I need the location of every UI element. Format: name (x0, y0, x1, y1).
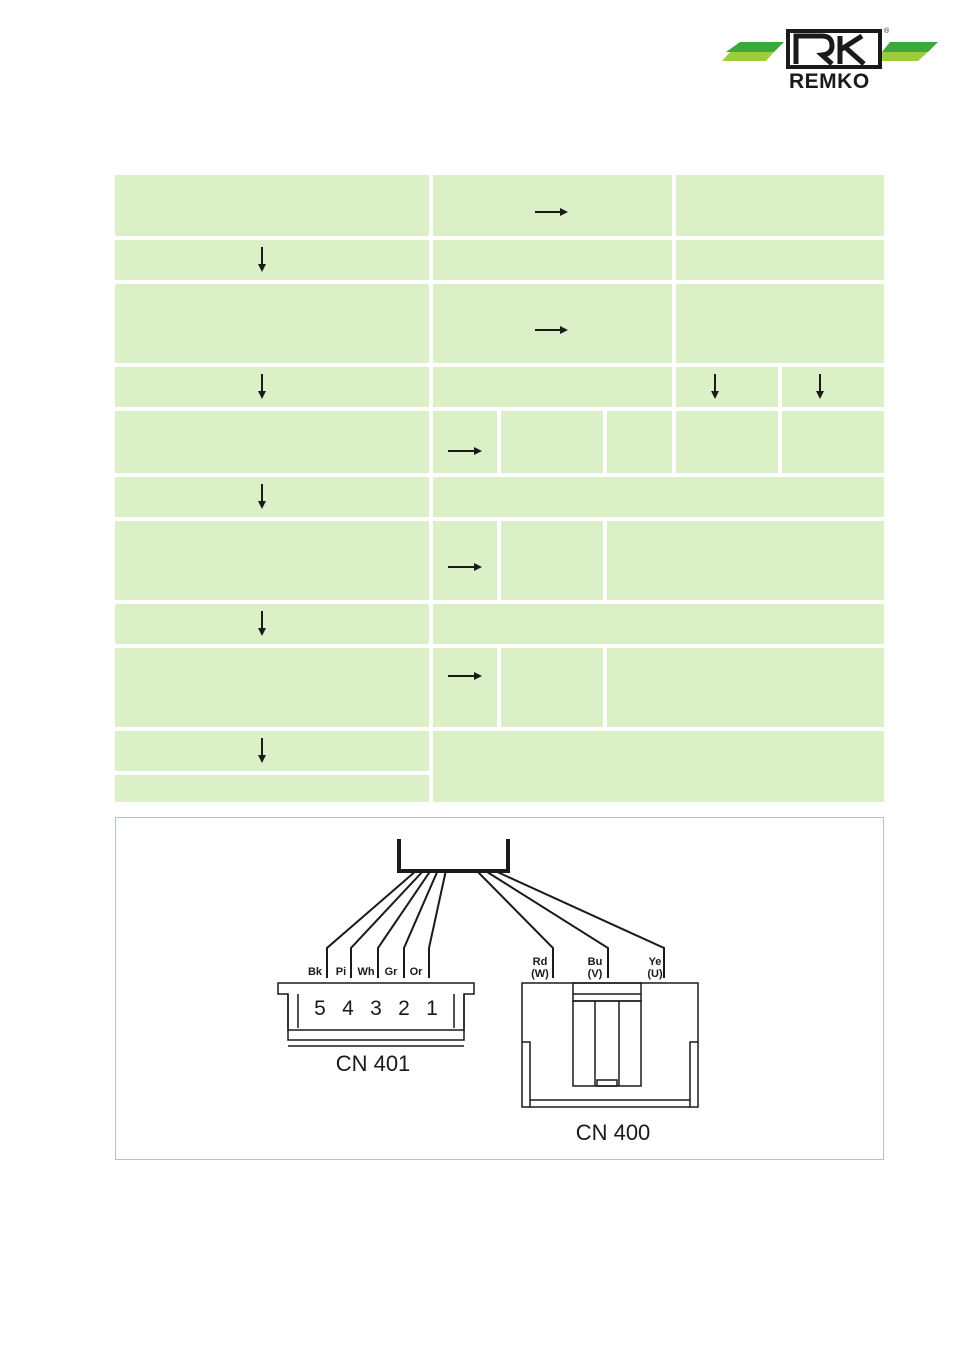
table-cell (676, 411, 778, 473)
cn401-label: CN 401 (336, 1051, 411, 1076)
table-cell (782, 411, 884, 473)
table-cell (115, 604, 429, 644)
logo-wordmark: REMKO (789, 70, 870, 93)
table-cell (607, 521, 884, 600)
table-cell (433, 175, 672, 236)
table-cell (433, 367, 672, 407)
flow-arrows (258, 208, 824, 763)
wire-bu (483, 869, 609, 978)
wiring-diagram: Bk Pi Wh Gr Or 5 4 3 2 1 Rd (W) Bu (V) Y… (277, 839, 699, 1145)
pin-number: 3 (370, 997, 382, 1020)
table-cell (433, 648, 497, 727)
table-cell (607, 411, 672, 473)
table-cell (782, 367, 884, 407)
table-cell (433, 477, 884, 517)
table-cell (433, 604, 884, 644)
table-cell (115, 731, 429, 771)
cn400-connector (521, 982, 699, 1108)
table-cell (115, 175, 429, 236)
wire-label: Or (410, 966, 424, 978)
pin-number: 2 (398, 997, 410, 1020)
cable-clamp (397, 839, 510, 873)
logo-r-shape (793, 33, 835, 66)
wire-label: Wh (357, 966, 374, 978)
table-cell (115, 775, 429, 802)
table-cell (501, 521, 603, 600)
pin-number: 4 (342, 997, 354, 1020)
table-cell (115, 477, 429, 517)
table-cell (433, 411, 497, 473)
logo-k-shape (837, 33, 866, 66)
wire-label: Bk (308, 966, 323, 978)
wire-label: Gr (385, 966, 399, 978)
table-cell (676, 240, 884, 280)
logo-stripe-dark (726, 42, 784, 52)
table-cell (607, 648, 884, 727)
cn401-connector (277, 982, 475, 1047)
wire-label: Bu (588, 956, 603, 968)
table-cell (115, 648, 429, 727)
table-cell (115, 284, 429, 363)
wire-label: Ye (649, 956, 662, 968)
wire-pi (350, 869, 425, 978)
logo-stripe-dark-right (882, 42, 938, 52)
table-cell (433, 731, 884, 802)
wire-label: (V) (588, 968, 603, 980)
table-cell (115, 240, 429, 280)
table-cell (501, 648, 603, 727)
table-cell (115, 521, 429, 600)
wire-label: (W) (531, 968, 549, 980)
table-cell (433, 521, 497, 600)
table-cell (433, 240, 672, 280)
remko-logo (722, 29, 938, 69)
wire-label: (U) (647, 968, 663, 980)
wire-wh (377, 869, 432, 978)
table-cell (676, 175, 884, 236)
wire-rd (475, 869, 554, 978)
wire-bk (326, 869, 418, 978)
table-cell (433, 284, 672, 363)
pin-number: 5 (314, 997, 326, 1020)
table-cell (676, 367, 778, 407)
logo-stripe-light (722, 52, 774, 61)
table-cell (501, 411, 603, 473)
table-cell (676, 284, 884, 363)
pin-number: 1 (426, 997, 438, 1020)
cn400-label: CN 400 (576, 1120, 651, 1145)
table-cell (115, 411, 429, 473)
wire-or (428, 869, 447, 978)
wire-gr (403, 869, 439, 978)
wiring-diagram-box: Bk Pi Wh Gr Or 5 4 3 2 1 Rd (W) Bu (V) Y… (115, 817, 884, 1160)
table-cell (115, 367, 429, 407)
wire-ye (492, 869, 665, 978)
wire-label: Rd (533, 956, 548, 968)
registered-mark: ® (884, 28, 890, 35)
wire-label: Pi (336, 966, 346, 978)
logo-stripe-light-right (874, 52, 928, 61)
